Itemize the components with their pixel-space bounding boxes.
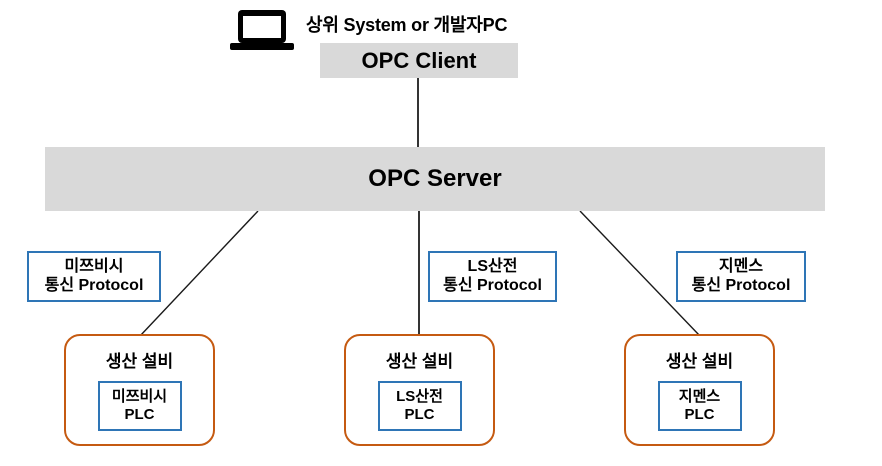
plc-vendor-label: LS산전 (396, 388, 443, 406)
top-system-label: 상위 System or 개발자PC (306, 15, 508, 35)
plc-vendor-label: 미쯔비시 (111, 388, 168, 406)
plc-label: PLC (404, 406, 435, 423)
plc-label: PLC (684, 406, 715, 423)
plc-box-ls[interactable]: LS산전 PLC (377, 381, 462, 431)
protocol-box-siemens[interactable]: 지멘스 통신 Protocol (676, 251, 806, 302)
equipment-title: 생산 설비 (665, 352, 734, 371)
protocol-type-label: 통신 Protocol (44, 276, 144, 294)
equipment-box-ls[interactable]: 생산 설비 LS산전 PLC (344, 334, 495, 446)
protocol-vendor-label: 지멘스 (718, 257, 764, 275)
plc-vendor-label: 지멘스 (678, 388, 721, 406)
protocol-vendor-label: 미쯔비시 (64, 257, 124, 275)
protocol-vendor-label: LS산전 (467, 257, 518, 275)
protocol-type-label: 통신 Protocol (691, 276, 791, 294)
protocol-type-label: 통신 Protocol (443, 276, 542, 294)
equipment-box-siemens[interactable]: 생산 설비 지멘스 PLC (624, 334, 775, 446)
plc-box-siemens[interactable]: 지멘스 PLC (657, 381, 742, 431)
protocol-box-mitsubishi[interactable]: 미쯔비시 통신 Protocol (27, 251, 161, 302)
opc-server-box[interactable]: OPC Server (45, 147, 825, 211)
plc-box-mitsubishi[interactable]: 미쯔비시 PLC (97, 381, 182, 431)
protocol-box-ls[interactable]: LS산전 통신 Protocol (428, 251, 557, 302)
equipment-title: 생산 설비 (105, 352, 174, 371)
plc-label: PLC (124, 406, 155, 423)
equipment-box-mitsubishi[interactable]: 생산 설비 미쯔비시 PLC (64, 334, 215, 446)
equipment-title: 생산 설비 (385, 352, 454, 371)
laptop-icon (230, 10, 294, 50)
opc-client-box[interactable]: OPC Client (320, 43, 518, 78)
